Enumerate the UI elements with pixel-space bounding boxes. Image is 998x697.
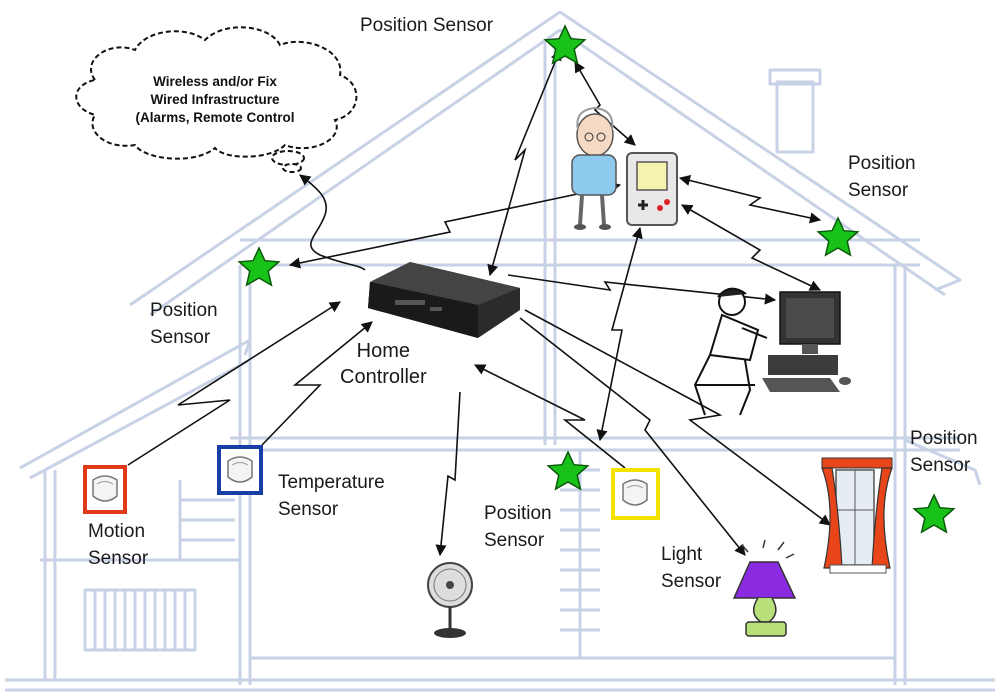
link-controller-computer — [507, 274, 777, 305]
fan-device — [427, 562, 473, 638]
label-temperature-sensor: Temperature Sensor — [278, 469, 385, 523]
star-icon-far-right — [913, 494, 955, 533]
seated-person-figure — [693, 287, 768, 416]
lamp-device — [732, 539, 797, 637]
link-yellow-sensor-controller — [473, 364, 626, 469]
infrastructure-cloud — [75, 26, 358, 173]
label-position-sensor-mid: Position Sensor — [484, 500, 552, 554]
window-curtains — [821, 457, 893, 574]
link-temperature-controller — [261, 321, 373, 446]
label-line: Sensor — [910, 455, 971, 476]
link-motion-controller — [127, 301, 341, 466]
label-line: Controller — [340, 366, 427, 388]
label-line: Position — [484, 503, 552, 524]
label-position-sensor-right: Position Sensor — [848, 150, 916, 204]
label-line: Position — [150, 300, 218, 321]
link-controller-lamp — [519, 317, 746, 556]
link-device-right-star — [678, 175, 822, 224]
cloud-line-1: Wireless and/or Fix — [153, 74, 277, 89]
star-icon-top — [544, 25, 586, 64]
handheld-device — [626, 152, 678, 226]
star-icon-mid — [547, 451, 589, 490]
label-motion-sensor: Motion Sensor — [88, 518, 148, 572]
link-device-mid-sensor — [596, 226, 643, 442]
motion-sensor-device — [83, 465, 127, 514]
label-position-sensor-left: Position Sensor — [150, 297, 218, 351]
label-line: Temperature — [278, 472, 385, 493]
label-line: Sensor — [484, 530, 545, 551]
star-icon-right — [817, 217, 859, 256]
cloud-caption: Wireless and/or Fix Wired Infrastructure… — [115, 73, 315, 127]
label-line: Sensor — [278, 499, 339, 520]
home-controller-device — [368, 262, 520, 338]
link-controller-curtain — [524, 309, 831, 526]
label-light-sensor: Light Sensor — [661, 541, 721, 595]
label-line: Position — [848, 153, 916, 174]
light-sensor-device — [611, 468, 660, 520]
cloud-line-3: (Alarms, Remote Control — [135, 110, 295, 125]
elderly-person-figure — [571, 106, 617, 230]
star-icon-left — [238, 247, 280, 286]
cloud-line-2: Wired Infrastructure — [150, 92, 280, 107]
label-line: Sensor — [150, 327, 211, 348]
link-controller-fan — [435, 391, 461, 557]
label-line: Sensor — [661, 571, 722, 592]
label-line: Motion — [88, 521, 146, 542]
label-home-controller: Home Controller — [340, 338, 427, 390]
label-line: Sensor — [848, 180, 909, 201]
temperature-sensor-device — [217, 445, 263, 495]
wireless-links — [127, 48, 831, 557]
label-line: Position — [910, 428, 978, 449]
link-left-star-device — [288, 181, 622, 269]
label-line: Home — [356, 340, 411, 362]
label-position-sensor-far-right: Position Sensor — [910, 425, 978, 479]
label-line: Light — [661, 544, 703, 565]
label-position-sensor-top: Position Sensor — [360, 15, 494, 36]
label-line: Sensor — [88, 548, 149, 569]
computer-workstation — [762, 291, 851, 392]
link-device-computer — [681, 204, 822, 291]
